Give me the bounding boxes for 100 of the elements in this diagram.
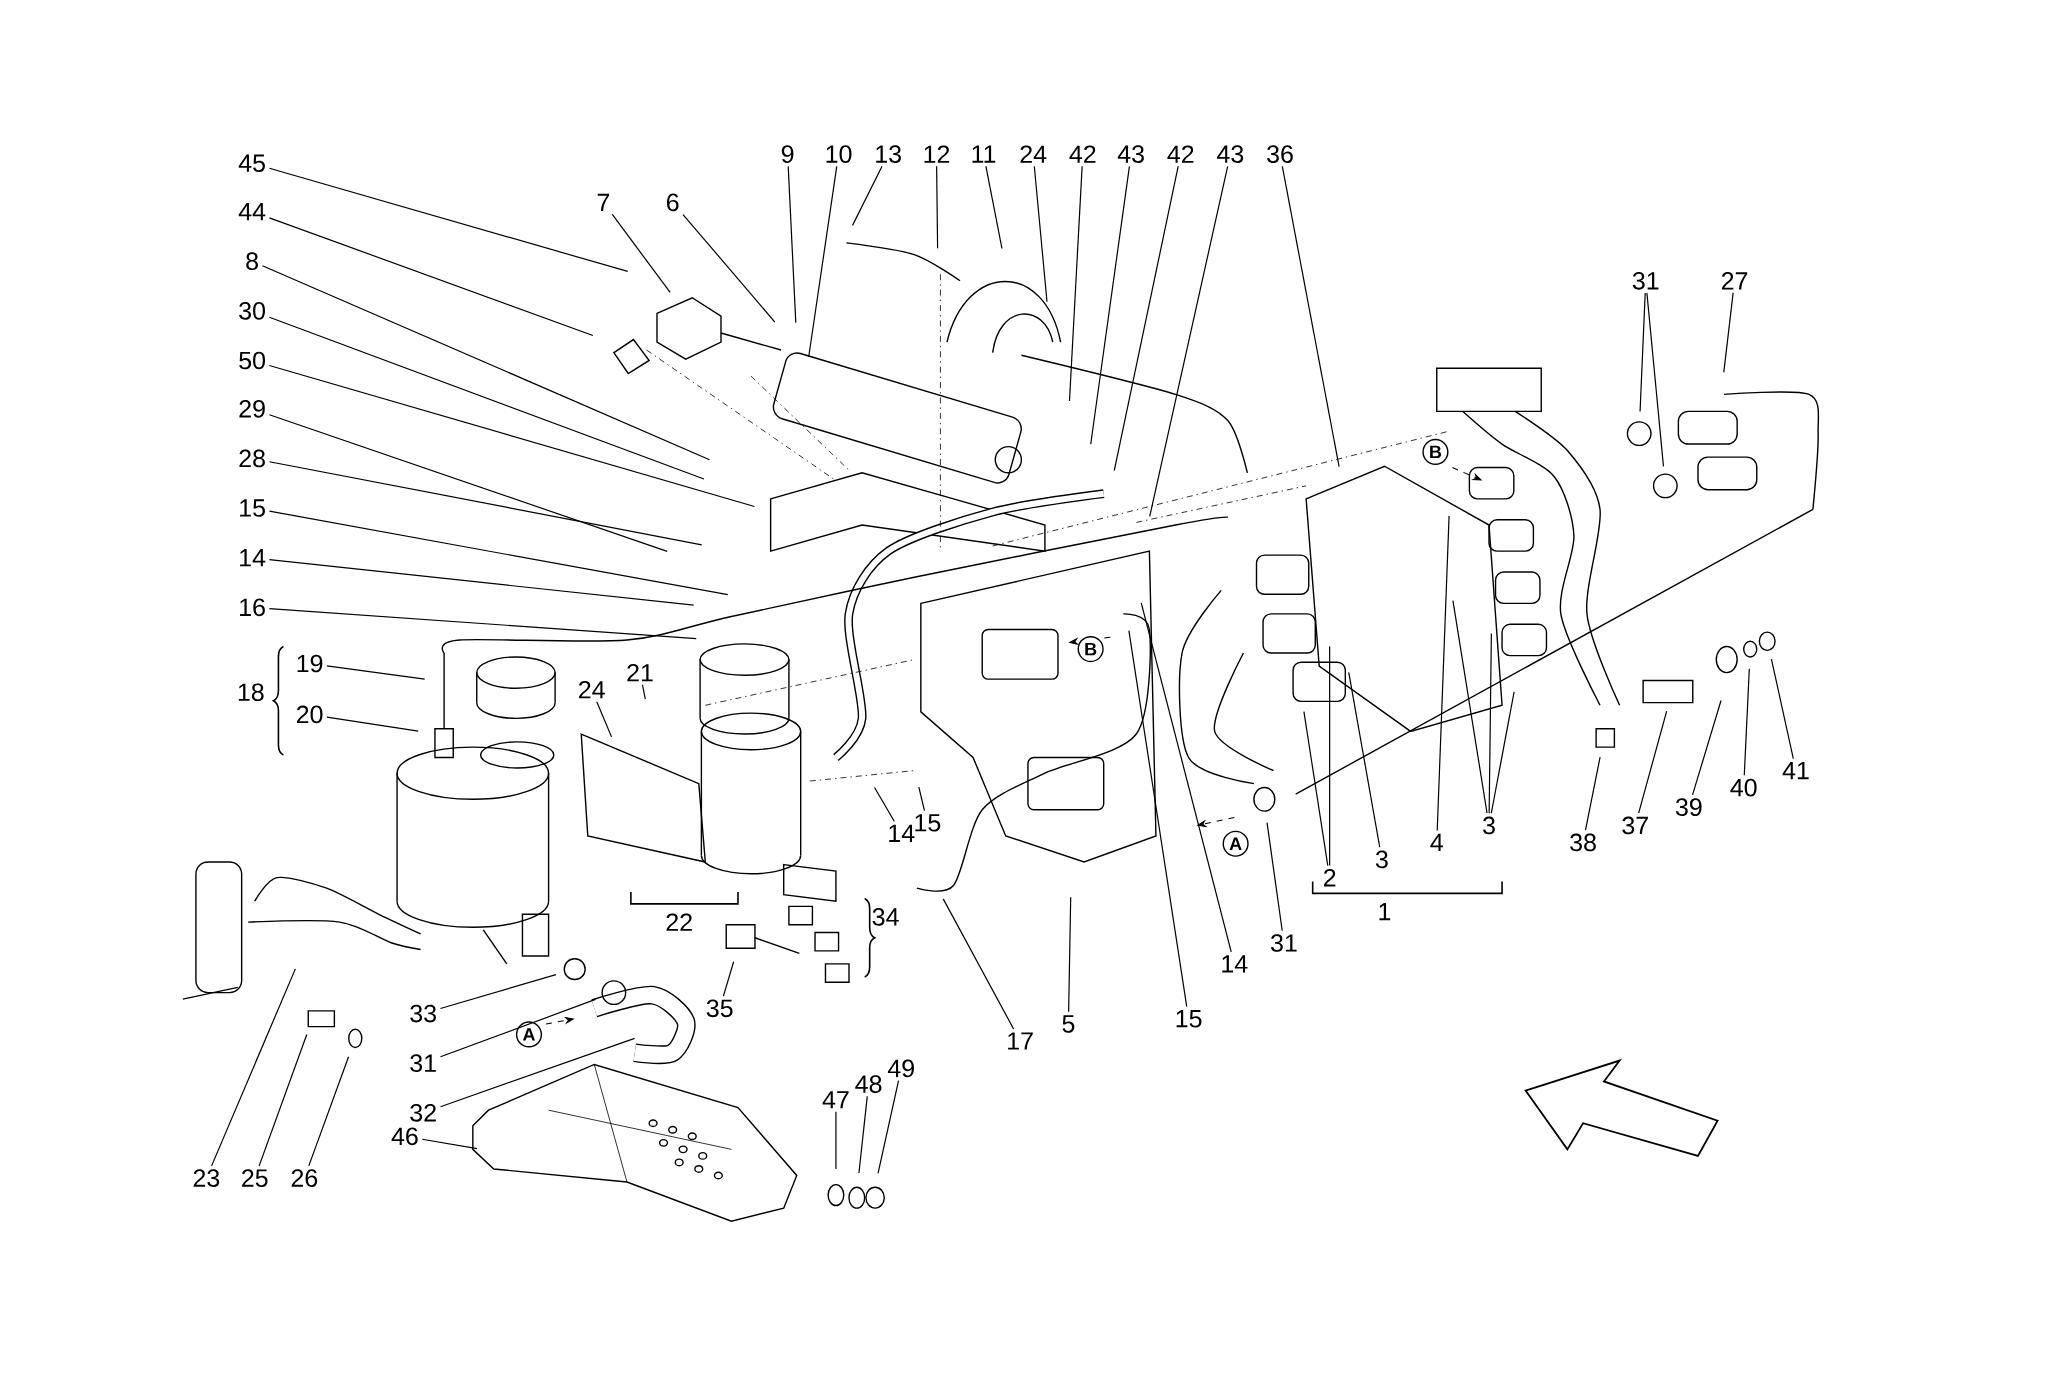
leader-line — [439, 1037, 636, 1108]
leader-line — [258, 1033, 308, 1167]
callout-number: 42 — [1069, 145, 1096, 163]
callout-number: 10 — [826, 145, 852, 163]
circled-letter: B — [1077, 635, 1104, 663]
callout-number: 33 — [410, 1004, 436, 1023]
callout-number: 1 — [1379, 902, 1391, 921]
leader-line — [1638, 710, 1668, 814]
callout-number: 7 — [597, 193, 610, 211]
callout-number: 43 — [1217, 145, 1244, 163]
callout-number: 13 — [876, 145, 901, 163]
callout-number: 5 — [1062, 1015, 1075, 1033]
circled-letter: A — [1222, 830, 1249, 857]
leader-line — [1584, 756, 1601, 831]
leader-line — [1723, 292, 1734, 373]
leader-line — [268, 461, 703, 546]
callout-number: 49 — [887, 1059, 914, 1078]
leader-line — [268, 364, 756, 507]
callout-number: 46 — [391, 1127, 418, 1146]
callout-number: 28 — [239, 449, 265, 468]
leader-line — [942, 898, 1015, 1030]
callout-number: 2 — [1323, 868, 1336, 887]
leader-line — [261, 264, 711, 461]
callout-number: 36 — [1267, 145, 1293, 163]
callout-number: 6 — [667, 193, 679, 212]
leader-line — [1149, 165, 1229, 517]
callout-number: 38 — [1570, 833, 1596, 852]
leader-line — [682, 213, 776, 323]
callout-number: 39 — [1675, 798, 1702, 816]
callout-number: 40 — [1730, 778, 1757, 797]
callout-number: 50 — [239, 351, 265, 370]
leader-line — [326, 716, 419, 732]
callout-number: 15 — [915, 814, 941, 832]
callout-number: 4 — [1430, 833, 1443, 851]
callout-number: 26 — [291, 1169, 318, 1187]
callout-number: 45 — [238, 154, 265, 172]
leader-line — [1646, 292, 1665, 467]
callout-number: 37 — [1622, 816, 1648, 835]
callout-number: 14 — [240, 548, 266, 567]
leader-line — [1691, 699, 1722, 796]
callout-number: 30 — [239, 301, 265, 320]
leader-line — [268, 217, 594, 336]
leader-line — [1068, 165, 1083, 402]
leader-line — [641, 684, 646, 700]
callout-number: 14 — [889, 824, 915, 842]
leader-line — [439, 998, 597, 1058]
callout-number: 43 — [1117, 145, 1144, 163]
callout-number: 19 — [297, 654, 323, 673]
callout-number: 24 — [579, 680, 605, 699]
leader-line — [439, 973, 557, 1009]
callout-number: 29 — [239, 399, 265, 418]
leader-line — [985, 165, 1003, 249]
callout-number: 23 — [193, 1169, 220, 1187]
leader-line — [722, 961, 735, 997]
circled-letter: A — [515, 1021, 543, 1048]
callout-number: 12 — [924, 145, 950, 163]
callout-number: 14 — [1222, 955, 1248, 973]
leader-line — [1490, 691, 1515, 814]
callout-number: 35 — [706, 999, 733, 1018]
leader-line — [873, 786, 895, 822]
callout-number: 16 — [240, 598, 265, 617]
leader-line — [1033, 165, 1048, 303]
leader-line — [1068, 896, 1072, 1013]
leader-line — [1140, 602, 1232, 953]
leader-line — [1348, 671, 1381, 848]
leader-line — [1436, 515, 1450, 831]
leader-line — [1303, 710, 1329, 867]
leader-line — [1266, 821, 1283, 932]
callout-number: 31 — [1632, 271, 1659, 290]
callout-number: 42 — [1167, 145, 1194, 163]
callout-number: 22 — [666, 913, 692, 931]
callout-number: 34 — [872, 907, 899, 926]
leader-line — [268, 316, 705, 480]
leader-line — [1488, 632, 1492, 814]
leader-line — [1329, 645, 1331, 867]
leader-line — [326, 665, 426, 680]
callout-number: 3 — [1483, 816, 1495, 835]
callout-number: 3 — [1375, 850, 1388, 869]
callout-number: 41 — [1782, 761, 1809, 780]
callout-number: 11 — [972, 145, 996, 163]
callout-number: 21 — [627, 663, 653, 682]
leader-line — [1281, 165, 1340, 468]
leader-line — [1770, 658, 1794, 760]
callout-number: 32 — [410, 1103, 436, 1122]
callout-number: 18 — [238, 683, 264, 701]
callout-number: 15 — [1176, 1009, 1202, 1028]
leader-line — [918, 786, 926, 812]
leader-line — [211, 968, 296, 1167]
callout-number: 8 — [246, 252, 258, 270]
callout-number: 31 — [1271, 934, 1297, 952]
leader-line — [611, 213, 671, 293]
leader-line — [596, 701, 613, 738]
callout-number: 47 — [822, 1091, 849, 1109]
leader-line — [268, 167, 629, 272]
leader-line — [1113, 165, 1179, 472]
leader-line — [421, 1138, 478, 1150]
leader-line — [1090, 165, 1130, 445]
callout-number: 48 — [855, 1075, 882, 1093]
leader-line — [308, 1056, 350, 1167]
callout-number: 44 — [238, 202, 266, 221]
